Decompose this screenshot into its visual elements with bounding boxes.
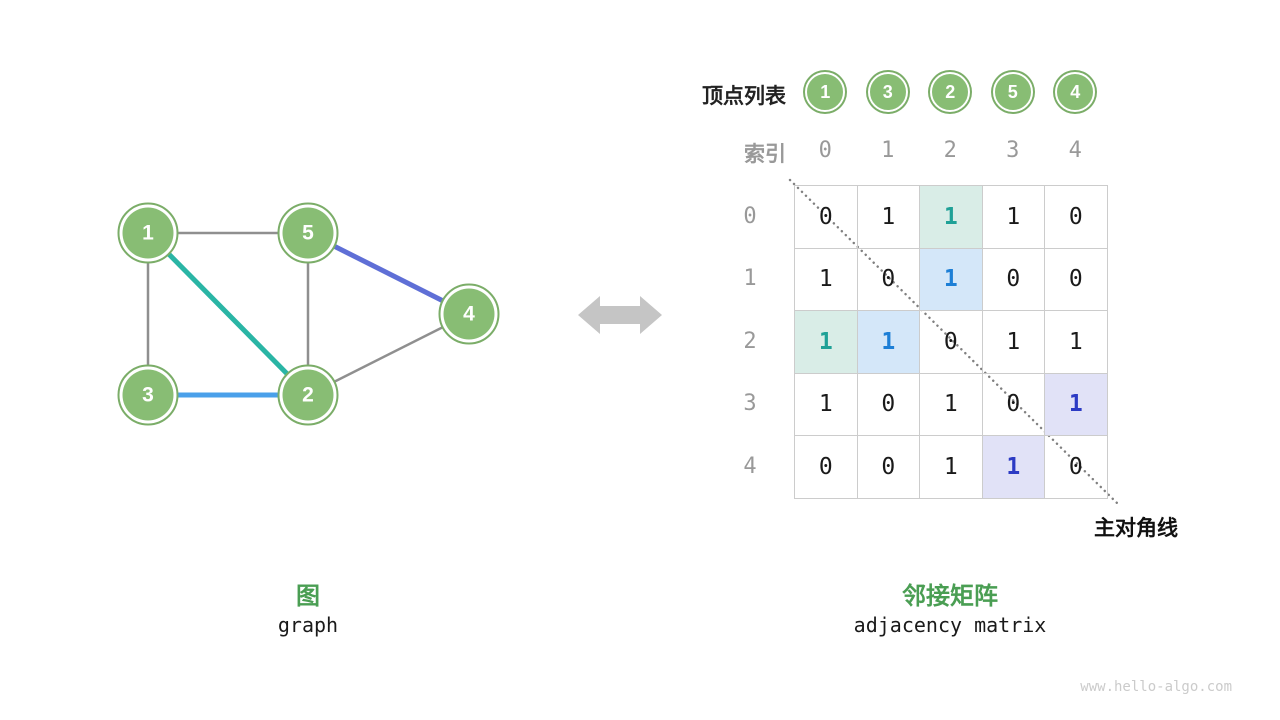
graph-vertex-5: 5 [277, 202, 339, 264]
row-labels: 0 1 2 3 4 [726, 185, 774, 498]
matrix-cell-1-0: 1 [795, 248, 858, 311]
vertex-chip-4: 4 [1055, 72, 1096, 112]
graph-vertex-label: 2 [302, 384, 314, 407]
matrix-cell-2-4: 1 [1045, 311, 1108, 374]
matrix-cell-4-3: 1 [982, 436, 1045, 499]
matrix-cell-1-3: 0 [982, 248, 1045, 311]
row-label: 4 [743, 453, 757, 479]
vertex-chip-3: 3 [867, 72, 908, 112]
watermark: www.hello-algo.com [1080, 679, 1232, 695]
graph-vertex-3: 3 [117, 364, 179, 426]
matrix-cell-1-1: 0 [857, 248, 920, 311]
graph-vertex-label: 5 [302, 222, 314, 245]
matrix-cell-2-2: 0 [920, 311, 983, 374]
index-value: 3 [1006, 137, 1020, 163]
matrix-cell-3-1: 0 [857, 373, 920, 436]
vertex-list-label: 顶点列表 [702, 85, 786, 108]
index-value: 2 [943, 137, 957, 163]
vertex-chip-2: 2 [930, 72, 971, 112]
matrix-cell-0-4: 0 [1045, 186, 1108, 249]
index-value: 0 [818, 137, 832, 163]
row-label: 0 [743, 203, 757, 229]
row-label: 2 [743, 328, 757, 354]
matrix-cell-2-0: 1 [795, 311, 858, 374]
graph-edge-2-4 [307, 312, 470, 397]
vertex-chip-5: 5 [992, 72, 1033, 112]
graph-vertex-label: 1 [142, 222, 154, 245]
graph-vertex-1: 1 [117, 202, 179, 264]
matrix-cell-1-2: 1 [920, 248, 983, 311]
matrix-cell-3-3: 0 [982, 373, 1045, 436]
graph-edge-1-2 [146, 231, 310, 397]
matrix-cell-4-4: 0 [1045, 436, 1108, 499]
matrix-cell-1-4: 0 [1045, 248, 1108, 311]
matrix-cell-3-0: 1 [795, 373, 858, 436]
graph-vertex-4: 4 [438, 283, 500, 345]
matrix-cell-0-1: 1 [857, 186, 920, 249]
graph-title-zh: 图 [296, 583, 320, 610]
matrix-cell-2-3: 1 [982, 311, 1045, 374]
double-arrow-icon [578, 296, 662, 334]
graph-vertex-label: 3 [142, 384, 154, 407]
matrix-cell-0-3: 1 [982, 186, 1045, 249]
matrix-title-en: adjacency matrix [853, 613, 1047, 637]
matrix-cell-0-0: 0 [795, 186, 858, 249]
graph-title-en: graph [277, 613, 339, 637]
vertex-chip-1: 1 [805, 72, 846, 112]
matrix-cell-2-1: 1 [857, 311, 920, 374]
graph-vertex-2: 2 [277, 364, 339, 426]
row-label: 1 [743, 266, 757, 292]
matrix-cell-0-2: 1 [920, 186, 983, 249]
row-label: 3 [743, 391, 757, 417]
matrix-cell-4-0: 0 [795, 436, 858, 499]
graph-vertex-label: 4 [463, 303, 475, 326]
index-value: 4 [1068, 137, 1082, 163]
matrix-cell-4-2: 1 [920, 436, 983, 499]
main-diagonal-label: 主对角线 [1094, 517, 1178, 540]
matrix-cell-3-4: 1 [1045, 373, 1108, 436]
graph-edge-5-4 [306, 230, 471, 317]
matrix-cell-3-2: 1 [920, 373, 983, 436]
index-value: 1 [881, 137, 895, 163]
matrix-cell-4-1: 0 [857, 436, 920, 499]
index-label: 索引 [744, 143, 786, 166]
index-row: 0 1 2 3 4 [794, 129, 1107, 171]
matrix-title-zh: 邻接矩阵 [902, 583, 998, 610]
